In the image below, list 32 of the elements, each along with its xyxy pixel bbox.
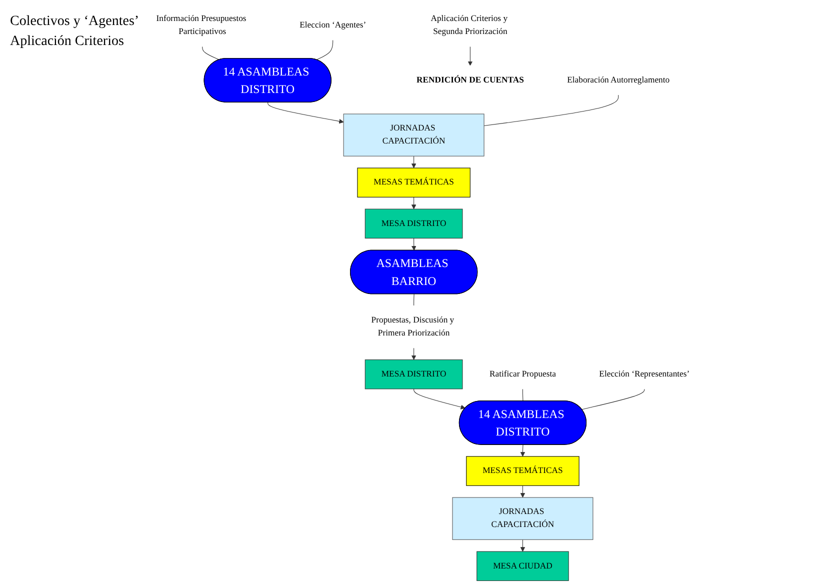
node-box: MESA CIUDAD [476, 551, 569, 581]
arrow [411, 348, 416, 360]
arrow [411, 196, 416, 210]
node-text: Aplicación Criterios y Segunda Priorización [430, 14, 508, 36]
node-box: MESAS TEMÁTICAS [466, 456, 580, 486]
node-text: Elección ‘Representantes’ [599, 369, 690, 379]
node-text: RENDICIÓN DE CUENTAS [416, 75, 524, 85]
node-text: Información Presupuestos Participativos [156, 14, 246, 36]
connector [522, 388, 524, 402]
node-box: JORNADAS CAPACITACIÓN [452, 497, 594, 540]
note-text: Colectivos y ‘Agentes’ [10, 14, 140, 30]
node-box: JORNADAS CAPACITACIÓN [343, 114, 484, 156]
connector [316, 40, 334, 60]
arrow [468, 46, 473, 66]
arrow [268, 102, 344, 124]
arrow [520, 539, 526, 552]
node-text: Eleccion ‘Agentes’ [300, 20, 366, 30]
node-box: MESA DISTRITO [364, 359, 463, 390]
arrow [414, 388, 466, 410]
arrow [412, 238, 416, 251]
arrow [520, 444, 526, 457]
node-text: Elaboración Autorreglamento [567, 75, 670, 85]
connector [484, 94, 619, 126]
node-box: MESAS TEMÁTICAS [357, 168, 470, 198]
arrow [520, 485, 526, 498]
node-text: Ratificar Propuesta [489, 369, 556, 379]
connector [582, 388, 645, 410]
node-text: Propuestas, Discusión y Primera Priorización [371, 315, 454, 338]
connector [202, 46, 220, 60]
node-box: MESA DISTRITO [364, 208, 463, 238]
arrow [411, 156, 416, 168]
note-text: Aplicación Criterios [10, 34, 125, 50]
